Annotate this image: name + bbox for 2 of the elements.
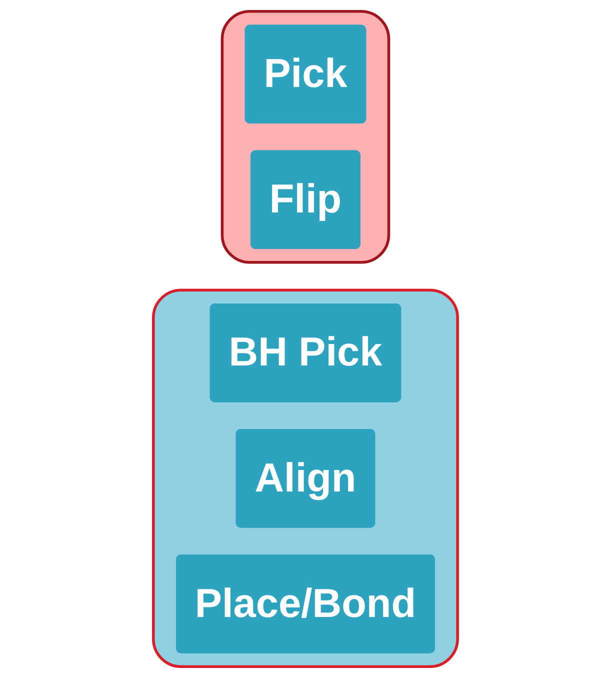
cluster	[152, 288, 458, 668]
cluster	[220, 10, 390, 264]
